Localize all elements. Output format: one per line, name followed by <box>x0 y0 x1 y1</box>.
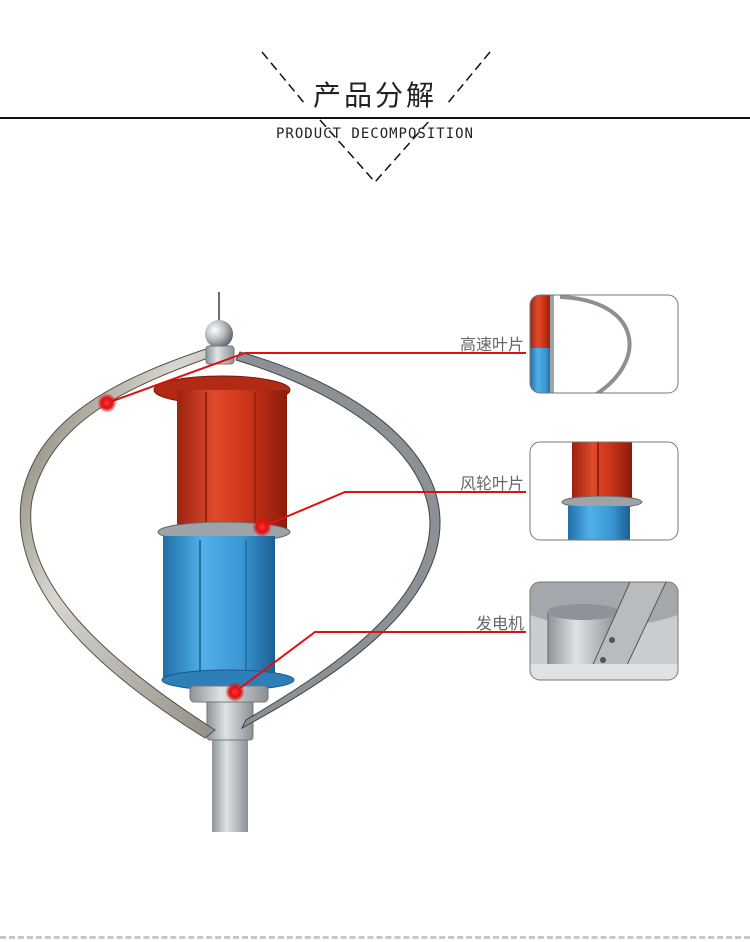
section-title: 产品分解 <box>312 79 437 112</box>
callout-label-high-speed-blade: 高速叶片 <box>459 335 524 354</box>
red-rotor-body <box>177 390 287 530</box>
top-hub-ball <box>205 320 233 348</box>
inset-rotor-blade <box>529 441 679 541</box>
outer-blade-right <box>235 351 441 730</box>
inset-frame-1 <box>529 294 679 394</box>
inset-high-speed-blade <box>529 294 679 394</box>
bottom-divider <box>0 936 750 939</box>
callout-line-high-speed-blade <box>106 352 526 404</box>
callout-label-generator: 发电机 <box>475 614 524 633</box>
callout-line-rotor-blade <box>261 491 526 528</box>
section-subtitle: PRODUCT DECOMPOSITION <box>275 126 474 142</box>
inset-frame-2 <box>529 441 679 541</box>
callout-dot-high-speed-blade <box>98 394 116 412</box>
blue-rotor-body <box>163 536 275 678</box>
inset-frame-3 <box>529 581 679 681</box>
inset-generator <box>529 581 679 681</box>
callout-dot-generator <box>226 683 244 701</box>
header-chevron-top-right <box>446 51 491 105</box>
header-chevron-top <box>261 51 306 105</box>
header-decoration <box>0 51 750 184</box>
callout-dot-rotor-blade <box>253 518 271 536</box>
callout-line-generator <box>234 631 526 693</box>
callout-label-rotor-blade: 风轮叶片 <box>459 474 524 493</box>
callout-lines <box>106 352 526 693</box>
outer-blade-left <box>19 344 226 739</box>
